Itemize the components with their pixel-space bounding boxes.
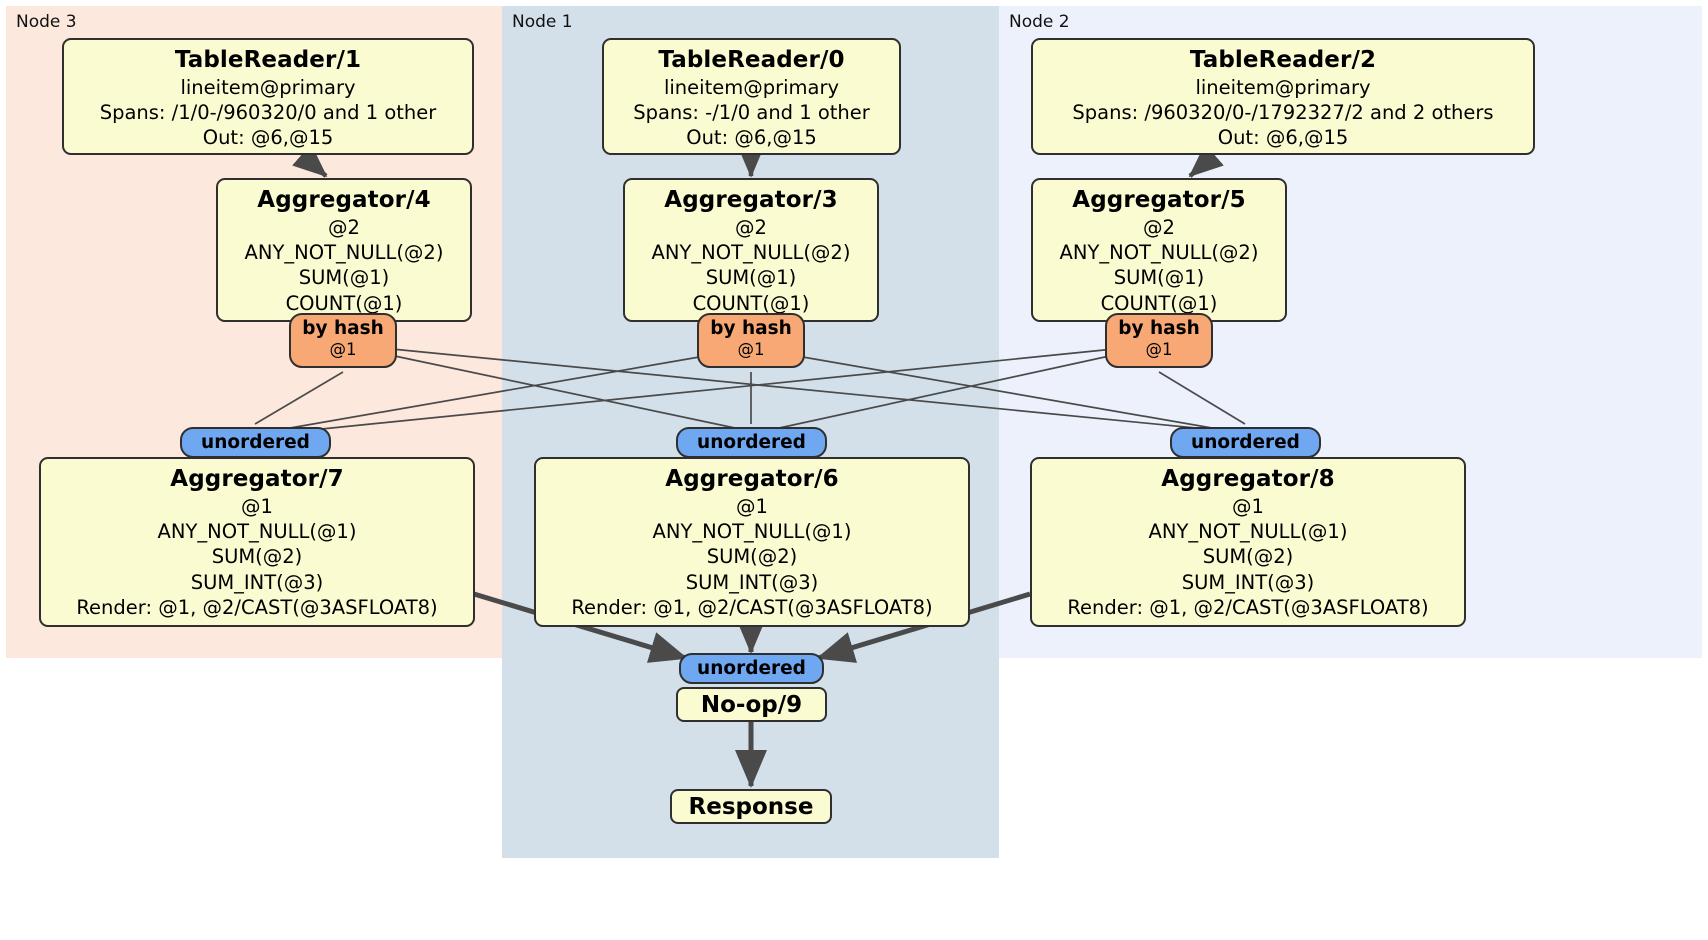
- processor-line: COUNT(@1): [1100, 291, 1218, 315]
- router-by-hash-left[interactable]: by hash @1: [289, 313, 397, 368]
- router-kind-label: by hash: [302, 318, 384, 339]
- processor-line: @2: [1143, 215, 1175, 239]
- processor-line: ANY_NOT_NULL(@2): [1059, 241, 1259, 265]
- processor-title: Aggregator/7: [170, 466, 344, 492]
- router-label: unordered: [201, 431, 310, 453]
- processor-title: TableReader/2: [1189, 47, 1377, 73]
- processor-title: TableReader/0: [658, 47, 845, 73]
- processor-title: Response: [688, 793, 814, 820]
- processor-line: @2: [735, 215, 767, 239]
- processor-aggregator-5[interactable]: Aggregator/5 @2 ANY_NOT_NULL(@2) SUM(@1)…: [1031, 178, 1287, 322]
- processor-table-reader-1[interactable]: TableReader/1 lineitem@primary Spans: /1…: [62, 38, 474, 155]
- processor-table-reader-0[interactable]: TableReader/0 lineitem@primary Spans: -/…: [602, 38, 901, 155]
- processor-title: Aggregator/6: [665, 466, 839, 492]
- processor-line: @2: [328, 215, 360, 239]
- processor-line: Spans: /960320/0-/1792327/2 and 2 others: [1072, 101, 1494, 125]
- processor-line: SUM(@2): [1202, 545, 1294, 569]
- router-label: unordered: [697, 431, 806, 453]
- processor-table-reader-2[interactable]: TableReader/2 lineitem@primary Spans: /9…: [1031, 38, 1535, 155]
- router-by-hash-right[interactable]: by hash @1: [1105, 313, 1213, 368]
- processor-line: SUM(@1): [298, 266, 390, 290]
- processor-line: COUNT(@1): [285, 291, 403, 315]
- processor-line: SUM_INT(@3): [190, 570, 324, 594]
- router-kind-label: by hash: [1118, 318, 1200, 339]
- processor-line: Spans: /1/0-/960320/0 and 1 other: [99, 101, 437, 125]
- router-label: unordered: [697, 657, 806, 679]
- panel-node-3-label: Node 3: [16, 12, 77, 32]
- processor-title: Aggregator/3: [664, 187, 838, 213]
- processor-line: Spans: -/1/0 and 1 other: [633, 101, 870, 125]
- processor-no-op-9[interactable]: No-op/9: [676, 687, 827, 722]
- processor-title: Aggregator/4: [257, 187, 431, 213]
- panel-node-1-label: Node 1: [512, 12, 573, 32]
- processor-line: SUM_INT(@3): [1181, 570, 1315, 594]
- processor-line: lineitem@primary: [663, 75, 840, 99]
- processor-line: Render: @1, @2/CAST(@3ASFLOAT8): [76, 596, 438, 620]
- processor-aggregator-6[interactable]: Aggregator/6 @1 ANY_NOT_NULL(@1) SUM(@2)…: [534, 457, 970, 627]
- processor-line: ANY_NOT_NULL(@1): [157, 520, 357, 544]
- processor-line: @1: [241, 494, 273, 518]
- router-unordered-right[interactable]: unordered: [1170, 427, 1321, 458]
- router-by-hash-center[interactable]: by hash @1: [697, 313, 805, 368]
- processor-title: Aggregator/8: [1161, 466, 1335, 492]
- processor-aggregator-7[interactable]: Aggregator/7 @1 ANY_NOT_NULL(@1) SUM(@2)…: [39, 457, 475, 627]
- processor-line: @1: [1232, 494, 1264, 518]
- router-unordered-final[interactable]: unordered: [679, 653, 824, 684]
- processor-line: Render: @1, @2/CAST(@3ASFLOAT8): [1067, 596, 1429, 620]
- processor-line: ANY_NOT_NULL(@2): [651, 241, 851, 265]
- processor-line: SUM(@2): [706, 545, 798, 569]
- processor-line: SUM(@2): [211, 545, 303, 569]
- processor-line: ANY_NOT_NULL(@1): [652, 520, 852, 544]
- processor-response[interactable]: Response: [670, 789, 832, 824]
- processor-line: ANY_NOT_NULL(@2): [244, 241, 444, 265]
- processor-line: Out: @6,@15: [202, 126, 334, 150]
- processor-line: lineitem@primary: [1195, 75, 1371, 99]
- processor-line: @1: [736, 494, 768, 518]
- processor-line: lineitem@primary: [180, 75, 356, 99]
- router-column-label: @1: [1145, 339, 1173, 359]
- processor-aggregator-3[interactable]: Aggregator/3 @2 ANY_NOT_NULL(@2) SUM(@1)…: [623, 178, 879, 322]
- processor-line: SUM_INT(@3): [685, 570, 819, 594]
- router-unordered-left[interactable]: unordered: [180, 427, 331, 458]
- processor-title: Aggregator/5: [1072, 187, 1246, 213]
- processor-line: SUM(@1): [705, 266, 797, 290]
- panel-node-2-label: Node 2: [1009, 12, 1070, 32]
- processor-line: Out: @6,@15: [1217, 126, 1349, 150]
- processor-line: SUM(@1): [1113, 266, 1205, 290]
- router-column-label: @1: [737, 339, 765, 359]
- processor-title: No-op/9: [700, 691, 803, 718]
- processor-aggregator-8[interactable]: Aggregator/8 @1 ANY_NOT_NULL(@1) SUM(@2)…: [1030, 457, 1466, 627]
- processor-line: ANY_NOT_NULL(@1): [1148, 520, 1348, 544]
- router-kind-label: by hash: [710, 318, 792, 339]
- processor-line: COUNT(@1): [692, 291, 810, 315]
- processor-aggregator-4[interactable]: Aggregator/4 @2 ANY_NOT_NULL(@2) SUM(@1)…: [216, 178, 472, 322]
- router-unordered-center[interactable]: unordered: [676, 427, 827, 458]
- router-label: unordered: [1191, 431, 1300, 453]
- processor-line: Render: @1, @2/CAST(@3ASFLOAT8): [571, 596, 933, 620]
- processor-title: TableReader/1: [174, 47, 362, 73]
- processor-line: Out: @6,@15: [686, 126, 817, 150]
- router-column-label: @1: [329, 339, 357, 359]
